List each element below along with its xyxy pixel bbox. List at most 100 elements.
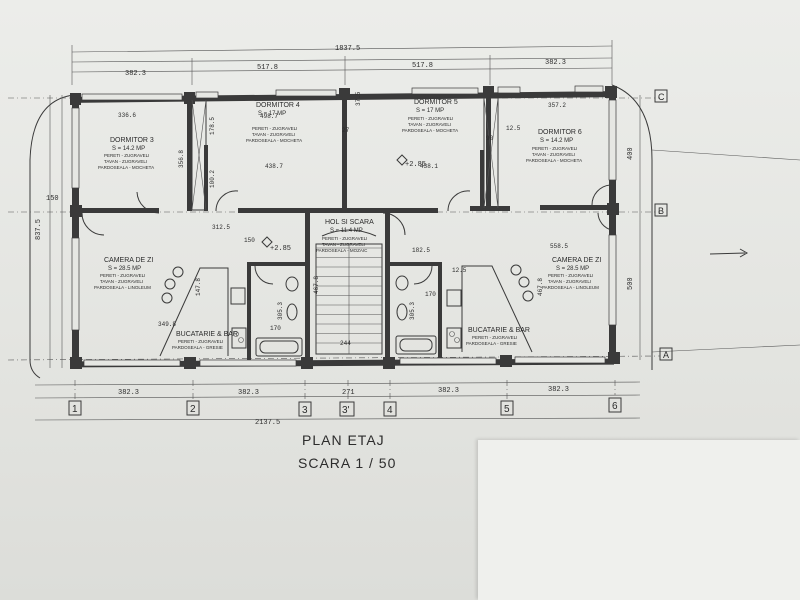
svg-text:PERETI - ZUGRAVELI: PERETI - ZUGRAVELI xyxy=(472,335,517,340)
svg-text:PERETI - ZUGRAVELI: PERETI - ZUGRAVELI xyxy=(252,126,297,131)
svg-text:100.2: 100.2 xyxy=(209,170,216,188)
svg-text:TAVAN - ZUGRAVELI: TAVAN - ZUGRAVELI xyxy=(252,132,295,137)
room-camera-de-zi-left: CAMERA DE ZI S = 28.5 MP PERETI - ZUGRAV… xyxy=(94,257,153,290)
dim-top-total: 1837.5 xyxy=(335,45,360,53)
svg-text:S = 14.2 MP: S = 14.2 MP xyxy=(112,146,145,152)
svg-text:DORMITOR 4: DORMITOR 4 xyxy=(256,102,300,109)
level-marker-icon xyxy=(261,236,273,248)
svg-text:PERETI - ZUGRAVELI: PERETI - ZUGRAVELI xyxy=(104,153,149,158)
svg-text:467.8: 467.8 xyxy=(537,278,544,296)
svg-text:DORMITOR 6: DORMITOR 6 xyxy=(538,129,582,136)
axis-row-b: B xyxy=(658,206,664,216)
top-dimension-lines xyxy=(71,40,613,85)
svg-text:PERETI - ZUGRAVELI: PERETI - ZUGRAVELI xyxy=(178,339,223,344)
axis-col-5: 5 xyxy=(504,404,510,415)
svg-text:357.2: 357.2 xyxy=(548,102,566,109)
svg-text:170: 170 xyxy=(425,291,436,298)
svg-text:PARDOSEALA - MOCHETA: PARDOSEALA - MOCHETA xyxy=(526,158,582,163)
svg-text:S = 17 MP: S = 17 MP xyxy=(416,108,444,114)
svg-text:PERETI - ZUGRAVELI: PERETI - ZUGRAVELI xyxy=(548,273,593,278)
dim-bottom-total: 2137.5 xyxy=(255,419,280,427)
svg-text:37.5: 37.5 xyxy=(355,91,362,106)
svg-text:PARDOSEALA - MOZAIC: PARDOSEALA - MOZAIC xyxy=(316,248,368,253)
svg-text:182.5: 182.5 xyxy=(412,247,430,254)
door-swings xyxy=(81,184,613,285)
svg-text:S = 14.2 MP: S = 14.2 MP xyxy=(540,138,573,144)
svg-text:305.3: 305.3 xyxy=(277,302,284,320)
room-bucatarie-left: BUCATARIE & BAR PERETI - ZUGRAVELI PARDO… xyxy=(172,331,238,350)
room-dormitor-3: DORMITOR 3 S = 14.2 MP PERETI - ZUGRAVEL… xyxy=(98,137,154,170)
svg-text:438.1: 438.1 xyxy=(420,163,438,170)
svg-text:498.7: 498.7 xyxy=(260,113,278,120)
dim-top-1: 382.3 xyxy=(125,70,146,78)
svg-text:305.3: 305.3 xyxy=(409,302,416,320)
svg-text:PARDOSEALA - MOCHETA: PARDOSEALA - MOCHETA xyxy=(246,138,302,143)
svg-text:356.8: 356.8 xyxy=(178,150,185,168)
dim-left-total: 837.5 xyxy=(35,219,43,240)
svg-text:349.8: 349.8 xyxy=(158,321,176,328)
level-marks: +2.85 +2.85 xyxy=(261,154,426,253)
room-dormitor-5: DORMITOR 5 S = 17 MP PERETI - ZUGRAVELI … xyxy=(402,99,458,133)
svg-text:336.6: 336.6 xyxy=(118,112,136,119)
svg-text:S = 11.4 MP: S = 11.4 MP xyxy=(330,228,363,234)
dim-top-3: 517.8 xyxy=(412,62,433,70)
svg-text:+2.85: +2.85 xyxy=(405,161,426,169)
svg-text:12.5: 12.5 xyxy=(506,125,521,132)
arrow-icon xyxy=(739,248,749,258)
svg-text:DORMITOR 3: DORMITOR 3 xyxy=(110,137,154,144)
window-openings xyxy=(71,85,617,367)
svg-text:CAMERA DE ZI: CAMERA DE ZI xyxy=(104,257,153,264)
svg-text:BUCATARIE & BAR: BUCATARIE & BAR xyxy=(176,331,238,338)
stair-treads xyxy=(315,229,383,355)
level-marker-icon xyxy=(396,154,408,166)
axis-col-3: 3 xyxy=(302,405,308,416)
svg-text:S = 17 MP: S = 17 MP xyxy=(258,111,286,117)
svg-text:PARDOSEALA - LINOLEUM: PARDOSEALA - LINOLEUM xyxy=(94,285,151,290)
svg-text:HOL SI SCARA: HOL SI SCARA xyxy=(325,219,374,226)
left-dimension-lines xyxy=(49,95,63,368)
svg-text:PERETI - ZUGRAVELI: PERETI - ZUGRAVELI xyxy=(100,273,145,278)
interior-dimensions: 336.6 498.7 438.7 438.1 357.2 12.5 90 17… xyxy=(118,91,568,347)
dim-top-4: 382.3 xyxy=(545,59,566,67)
svg-text:S = 28.5 MP: S = 28.5 MP xyxy=(556,266,589,272)
axis-col-3p: 3' xyxy=(342,405,350,416)
bathroom-fixtures xyxy=(255,275,437,357)
svg-text:178.5: 178.5 xyxy=(209,117,216,135)
svg-text:150: 150 xyxy=(244,237,255,244)
svg-text:467.8: 467.8 xyxy=(313,276,320,294)
svg-text:TAVAN - ZUGRAVELI: TAVAN - ZUGRAVELI xyxy=(322,242,365,247)
svg-text:312.5: 312.5 xyxy=(212,224,230,231)
svg-text:CAMERA DE ZI: CAMERA DE ZI xyxy=(552,257,601,264)
overlapping-sheet xyxy=(478,440,800,600)
svg-text:170: 170 xyxy=(270,325,281,332)
dim-bottom-2: 382.3 xyxy=(238,389,259,397)
dim-right-a: 400 xyxy=(627,147,635,160)
axis-col-2: 2 xyxy=(190,404,196,415)
dim-top-2: 517.8 xyxy=(257,64,278,72)
room-dormitor-4: DORMITOR 4 S = 17 MP PERETI - ZUGRAVELI … xyxy=(246,102,302,143)
svg-text:+2.85: +2.85 xyxy=(270,245,291,253)
axis-col-4: 4 xyxy=(387,405,393,416)
dim-bottom-1: 382.3 xyxy=(118,389,139,397)
svg-text:438.7: 438.7 xyxy=(265,163,283,170)
svg-text:27: 27 xyxy=(342,127,350,134)
svg-text:PERETI - ZUGRAVELI: PERETI - ZUGRAVELI xyxy=(322,236,367,241)
axis-row-c-box xyxy=(654,89,668,103)
dim-bottom-3: 271 xyxy=(342,389,355,397)
axis-row-a-box xyxy=(659,347,673,361)
axis-row-b-box xyxy=(654,203,668,217)
room-camera-de-zi-right: CAMERA DE ZI S = 28.5 MP PERETI - ZUGRAV… xyxy=(542,257,601,290)
svg-text:558.5: 558.5 xyxy=(550,243,568,250)
closets xyxy=(191,97,499,211)
plan-title: PLAN ETAJ xyxy=(302,432,385,448)
axis-row-a: A xyxy=(663,350,669,360)
dim-bottom-4: 382.3 xyxy=(438,387,459,395)
room-bucatarie-right: BUCATARIE & BAR PERETI - ZUGRAVELI PARDO… xyxy=(466,327,530,346)
svg-text:PARDOSEALA - MOCHETA: PARDOSEALA - MOCHETA xyxy=(98,165,154,170)
svg-text:147.8: 147.8 xyxy=(195,278,202,296)
svg-text:TAVAN - ZUGRAVELI: TAVAN - ZUGRAVELI xyxy=(100,279,143,284)
room-dormitor-6: DORMITOR 6 S = 14.2 MP PERETI - ZUGRAVEL… xyxy=(526,129,582,163)
svg-text:90: 90 xyxy=(486,135,494,142)
dim-right-b: 500 xyxy=(627,277,635,290)
svg-text:PARDOSEALA - LINOLEUM: PARDOSEALA - LINOLEUM xyxy=(542,285,599,290)
